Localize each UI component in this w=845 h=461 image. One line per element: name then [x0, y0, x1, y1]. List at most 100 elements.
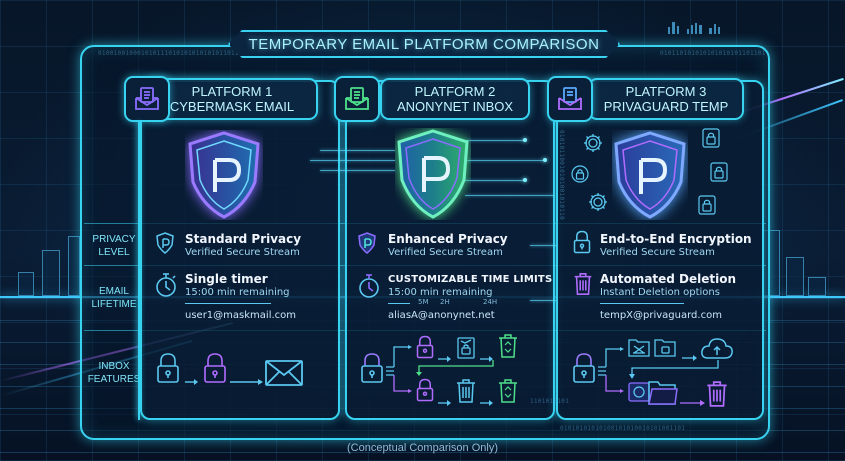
privacy-title: Standard Privacy: [185, 232, 302, 246]
circuit-line: [320, 150, 395, 151]
circuit-node: [523, 138, 527, 142]
lifetime-title: Single timer: [185, 272, 268, 286]
shield-p-icon: [185, 130, 263, 224]
arrow-right-icon: [480, 391, 494, 410]
city-building: [68, 236, 80, 296]
trash-icon: [706, 380, 728, 412]
shield-p-icon: [357, 232, 377, 258]
trash-icon: [456, 378, 476, 408]
city-building: [18, 272, 34, 296]
panel-connector: [138, 122, 140, 420]
lock-icon: [416, 335, 434, 363]
platform-number: PLATFORM 1: [191, 84, 273, 99]
cloud-upload-icon: [700, 336, 734, 364]
trash-icon: [573, 272, 593, 300]
title-banner: TEMPORARY EMAIL PLATFORM COMPARISON: [228, 30, 620, 58]
connector-line: [530, 300, 556, 301]
lock-icon: [156, 352, 180, 388]
arrow-right-icon: [185, 370, 199, 389]
email-address: tempX@privaguard.com: [600, 310, 722, 321]
inbox-tray-icon: [124, 76, 170, 122]
lock-icon: [203, 352, 227, 388]
lock-icon: [360, 352, 384, 388]
branch-arrows: [598, 347, 624, 393]
binary-decoration: 010110101010101010101101101: [660, 50, 766, 57]
arrow-right-icon: [230, 370, 264, 389]
circuit-line: [465, 140, 525, 141]
shield-p-gears-icon: [612, 130, 688, 224]
platform-number: PLATFORM 3: [625, 84, 707, 99]
lock-icon: [573, 230, 591, 258]
time-option[interactable]: 2H: [440, 298, 450, 306]
lifetime-subtitle: Instant Deletion options: [600, 287, 720, 298]
privacy-title: Enhanced Privacy: [388, 232, 508, 246]
circuit-line: [465, 160, 545, 161]
platform-number: PLATFORM 2: [414, 84, 496, 99]
inbox-tray-icon: [334, 76, 380, 122]
privacy-subtitle: Verified Secure Stream: [388, 247, 503, 258]
lock-icon: [702, 128, 720, 152]
platform-2-header: PLATFORM 2 ANONYNET INBOX: [380, 78, 530, 120]
lock-icon: [571, 165, 589, 187]
lifetime-title: CUSTOMIZABLE TIME LIMITS: [388, 274, 553, 285]
decorative-bars: [668, 20, 720, 34]
separator-line: [185, 303, 271, 304]
time-option[interactable]: 5M: [418, 298, 429, 306]
city-building: [786, 257, 804, 296]
email-address: user1@maskmail.com: [185, 310, 297, 321]
city-building: [42, 250, 60, 296]
shield-p-icon: [155, 232, 175, 258]
binary-decoration: 01010101010100101010010101001101: [560, 425, 686, 432]
recycle-bin-icon: [498, 333, 518, 363]
timeline-slider[interactable]: [388, 303, 410, 304]
circuit-line: [320, 170, 395, 171]
binary-decoration: 1101010101: [530, 398, 570, 405]
arrow-right-icon: [682, 346, 698, 365]
folder-open-icon: [648, 378, 678, 410]
locked-container-icon: [457, 335, 475, 363]
binary-decoration: 01010110010101001010110: [558, 130, 565, 220]
gear-icon: [583, 133, 603, 157]
lock-icon: [710, 162, 728, 186]
platform-1-header: PLATFORM 1 CYBERMASK EMAIL: [146, 78, 318, 120]
city-building: [808, 277, 826, 296]
camera-icon: [628, 380, 650, 406]
lock-icon: [698, 195, 716, 219]
circuit-line: [465, 195, 555, 196]
branch-arrows: [386, 345, 412, 393]
platform-3-header: PLATFORM 3 PRIVAGUARD TEMP: [588, 78, 744, 120]
platform-name: ANONYNET INBOX: [396, 99, 514, 114]
arrow-right-icon: [480, 347, 494, 366]
lifetime-subtitle: 15:00 min remaining: [388, 287, 493, 298]
page-title: TEMPORARY EMAIL PLATFORM COMPARISON: [248, 35, 600, 53]
privacy-title: End-to-End Encryption: [600, 232, 752, 246]
arrow-right-icon: [680, 391, 706, 410]
circuit-line: [465, 180, 525, 181]
circuit-node: [523, 178, 527, 182]
circuit-node: [543, 158, 547, 162]
privacy-subtitle: Verified Secure Stream: [185, 247, 300, 258]
lock-icon: [572, 352, 596, 388]
lock-icon: [416, 378, 434, 406]
lifetime-title: Automated Deletion: [600, 272, 737, 286]
gear-icon: [588, 192, 608, 216]
arrow-right-icon: [438, 347, 452, 366]
platform-name: PRIVAGUARD TEMP: [603, 99, 729, 114]
return-arrow: [416, 360, 494, 376]
envelope-icon: [265, 360, 303, 390]
privacy-subtitle: Verified Secure Stream: [600, 247, 715, 258]
return-arrow: [629, 360, 719, 379]
stopwatch-icon: [154, 272, 178, 302]
circuit-line: [310, 160, 395, 161]
inbox-tray-icon: [547, 76, 593, 122]
email-address: aliasA@anonynet.net: [388, 310, 495, 321]
time-option[interactable]: 24H: [483, 298, 498, 306]
lifetime-subtitle: 15:00 min remaining: [185, 287, 290, 298]
folder-icon: [628, 337, 650, 361]
stopwatch-icon: [357, 273, 381, 303]
separator-line: [600, 303, 684, 304]
shield-p-circuit-icon: [395, 128, 471, 224]
